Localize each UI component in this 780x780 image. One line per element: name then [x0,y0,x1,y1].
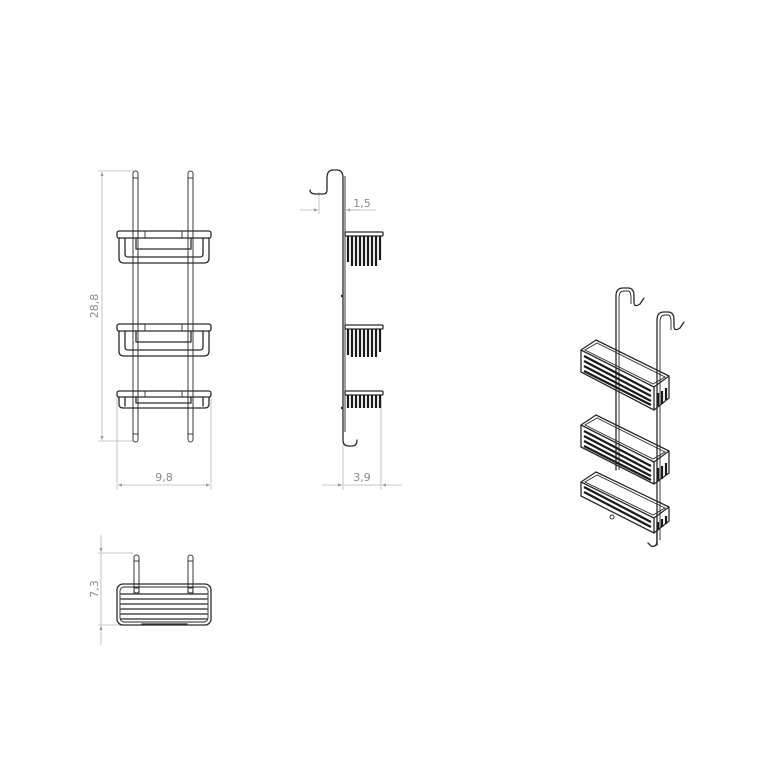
front-view: 28,8 9,8 [88,170,212,490]
top-depth-dimension: 7,3 [88,535,133,645]
height-dimension: 28,8 [88,170,134,442]
side-basket-bottom [344,390,384,408]
height-dimension-label: 28,8 [88,294,101,319]
iso-basket-middle [580,414,670,485]
hook-offset-label: 1,5 [353,197,371,210]
side-depth-label: 3,9 [353,471,371,484]
iso-basket-bottom [580,471,670,534]
top-depth-label: 7,3 [88,580,101,598]
iso-basket-top [580,339,670,411]
isometric-view [580,287,685,548]
side-bottom-hook [342,435,358,447]
side-view: 1,5 3,9 [300,169,402,490]
top-basket-slats [120,593,208,625]
side-rod [309,169,344,437]
side-basket-middle [344,324,384,357]
side-basket-top [344,231,384,266]
front-basket-bottom [116,390,212,409]
width-dimension: 9,8 [116,395,212,490]
front-basket-top [116,230,212,264]
front-basket-middle [116,323,212,357]
vertical-rods [132,170,194,443]
width-dimension-label: 9,8 [155,471,173,484]
side-depth-dimension: 3,9 [322,395,402,490]
top-view: 7,3 [88,535,212,645]
hook-offset-dimension: 1,5 [300,192,376,214]
top-basket-outline [116,583,212,626]
